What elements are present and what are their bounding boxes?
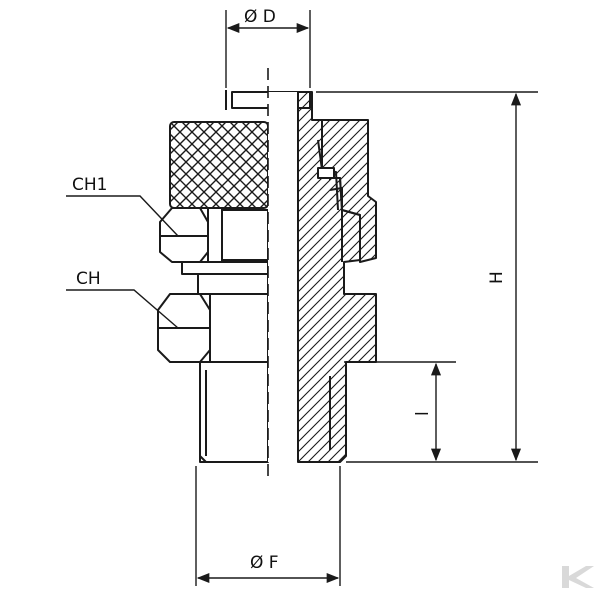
section-body <box>297 91 377 463</box>
dimension-f <box>195 466 341 586</box>
seal-ring <box>317 167 335 179</box>
knurled-nut <box>169 121 269 209</box>
inner-ferrule <box>329 187 343 262</box>
hex-nut-ch1 <box>159 207 269 263</box>
neck-ring <box>181 261 269 275</box>
dimension-l-label: l <box>413 411 433 416</box>
dimension-d-label: Ø D <box>244 7 276 27</box>
neck-spacer <box>197 273 269 295</box>
threaded-body <box>199 361 269 463</box>
dimension-h <box>316 91 538 463</box>
leader-ch <box>66 289 179 329</box>
leader-ch1 <box>66 195 179 237</box>
label-ch1: CH1 <box>72 175 107 195</box>
brand-k-logo-icon <box>562 566 594 588</box>
dimension-d <box>225 10 311 88</box>
hex-nut-ch <box>157 293 269 363</box>
bore-tube <box>268 92 298 462</box>
dimension-h-label: H <box>487 271 507 284</box>
label-ch: CH <box>76 269 101 289</box>
dimension-f-label: Ø F <box>250 553 279 573</box>
dimension-l <box>344 361 456 462</box>
